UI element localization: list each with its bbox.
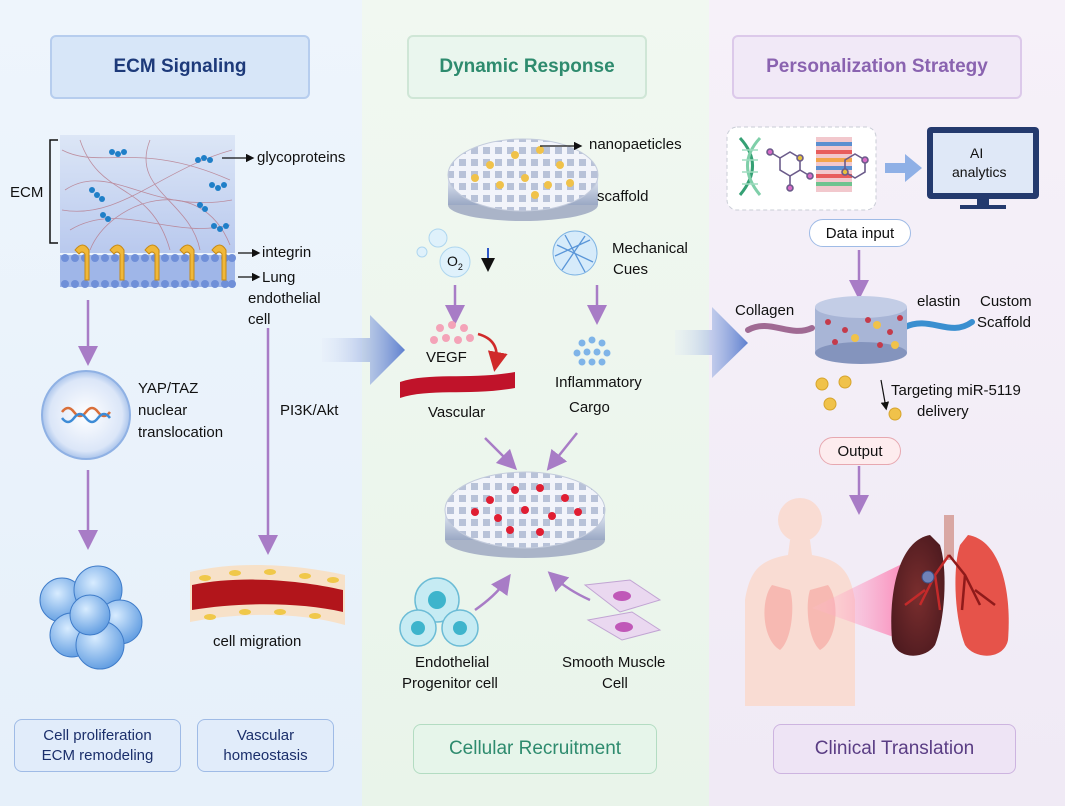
- recruitment-scaffold: [444, 471, 606, 558]
- oxygen-bubbles: [416, 228, 471, 278]
- label-o2-letter: O: [447, 253, 458, 269]
- lungs-graphic: [891, 515, 1009, 656]
- label-glycoproteins: glycoproteins: [257, 149, 346, 166]
- label-mechanical: Mechanical: [612, 240, 688, 257]
- molecule-icon-2: [841, 153, 869, 179]
- heatmap-icon: [816, 137, 852, 192]
- label-nanoparticles: nanopaeticles: [589, 136, 682, 153]
- label-o2-sub: 2: [457, 261, 463, 272]
- box-vascular-homeostasis: Vascular homeostasis: [197, 719, 334, 772]
- pill-output: Output: [819, 437, 901, 465]
- vessel-migration: [190, 564, 345, 625]
- box-cell-proliferation-line2: ECM remodeling: [41, 746, 154, 764]
- arrow-to-ai: [885, 154, 922, 182]
- inflammatory-dots: [573, 336, 611, 366]
- label-collagen: Collagen: [735, 302, 795, 319]
- label-lung: Lung: [262, 269, 296, 286]
- header-personalization-strategy: Personalization Strategy: [732, 35, 1022, 99]
- label-smooth-muscle-1: Smooth Muscle: [562, 654, 666, 671]
- monitor-icon: [927, 127, 1039, 209]
- box-vascular-line1: Vascular: [236, 726, 295, 744]
- header-ecm-signaling: ECM Signaling: [50, 35, 310, 99]
- label-integrin: integrin: [262, 244, 312, 261]
- dna-icon: [738, 136, 762, 196]
- box-cell-proliferation: Cell proliferation ECM remodeling: [14, 719, 181, 772]
- membrane: [60, 244, 236, 288]
- released-particles: [815, 375, 902, 421]
- label-targeting: Targeting miR-5119: [891, 382, 1021, 399]
- big-arrow-2: [675, 307, 748, 378]
- custom-scaffold-graphic: [745, 296, 975, 364]
- label-o2: O2: [447, 252, 463, 277]
- label-yap-taz: YAP/TAZ: [138, 380, 199, 397]
- vascular-vessel: [400, 372, 515, 398]
- data-sources-box: [726, 126, 877, 211]
- vegf-dots: [430, 321, 474, 344]
- nucleus-graphic: [41, 370, 131, 460]
- progenitor-cells: [399, 577, 479, 647]
- label-analytics: analytics: [952, 164, 1007, 180]
- pill-data-input: Data input: [809, 219, 911, 247]
- glycoprotein-beads: [89, 149, 229, 232]
- label-pi3k-akt: PI3K/Akt: [280, 402, 339, 419]
- ecm-fibers: [61, 139, 233, 251]
- label-cell-migration: cell migration: [213, 633, 302, 650]
- middle-panel: [362, 0, 709, 806]
- box-clinical-translation: Clinical Translation: [773, 724, 1016, 774]
- label-cargo: Cargo: [569, 399, 610, 416]
- label-vegf: VEGF: [426, 349, 467, 366]
- box-cellular-recruitment: Cellular Recruitment: [413, 724, 657, 774]
- label-endothelial-progenitor-1: Endothelial: [415, 654, 490, 671]
- label-vascular: Vascular: [428, 404, 486, 421]
- label-nuclear: nuclear: [138, 402, 188, 419]
- label-endothelial: endothelial: [248, 290, 321, 307]
- label-smooth-muscle-2: Cell: [602, 675, 628, 692]
- label-ai: AI: [970, 145, 984, 161]
- label-custom: Custom: [980, 293, 1032, 310]
- mechanical-cues-sphere: [552, 230, 598, 276]
- label-cues: Cues: [613, 261, 649, 278]
- label-inflammatory: Inflammatory: [555, 374, 642, 391]
- cell-cluster: [39, 565, 143, 670]
- ecm-matrix: [60, 135, 235, 253]
- molecule-icon: [766, 148, 814, 192]
- label-delivery: delivery: [917, 403, 969, 420]
- label-elastin: elastin: [917, 293, 961, 310]
- label-translocation: translocation: [138, 424, 224, 441]
- label-scaffold: scaffold: [597, 188, 649, 205]
- box-vascular-line2: homeostasis: [223, 746, 308, 764]
- label-endothelial-progenitor-2: Progenitor cell: [402, 675, 498, 692]
- big-arrow-1: [322, 315, 405, 385]
- human-body: [745, 498, 855, 706]
- header-dynamic-response: Dynamic Response: [407, 35, 647, 99]
- box-cell-proliferation-line1: Cell proliferation: [43, 726, 152, 744]
- ecm-bracket: [49, 139, 58, 244]
- label-ecm: ECM: [10, 184, 44, 201]
- nanoparticle-scaffold: [447, 138, 599, 221]
- label-scaffold-right: Scaffold: [977, 314, 1031, 331]
- smooth-muscle-cells: [583, 579, 662, 641]
- label-cell: cell: [248, 311, 271, 328]
